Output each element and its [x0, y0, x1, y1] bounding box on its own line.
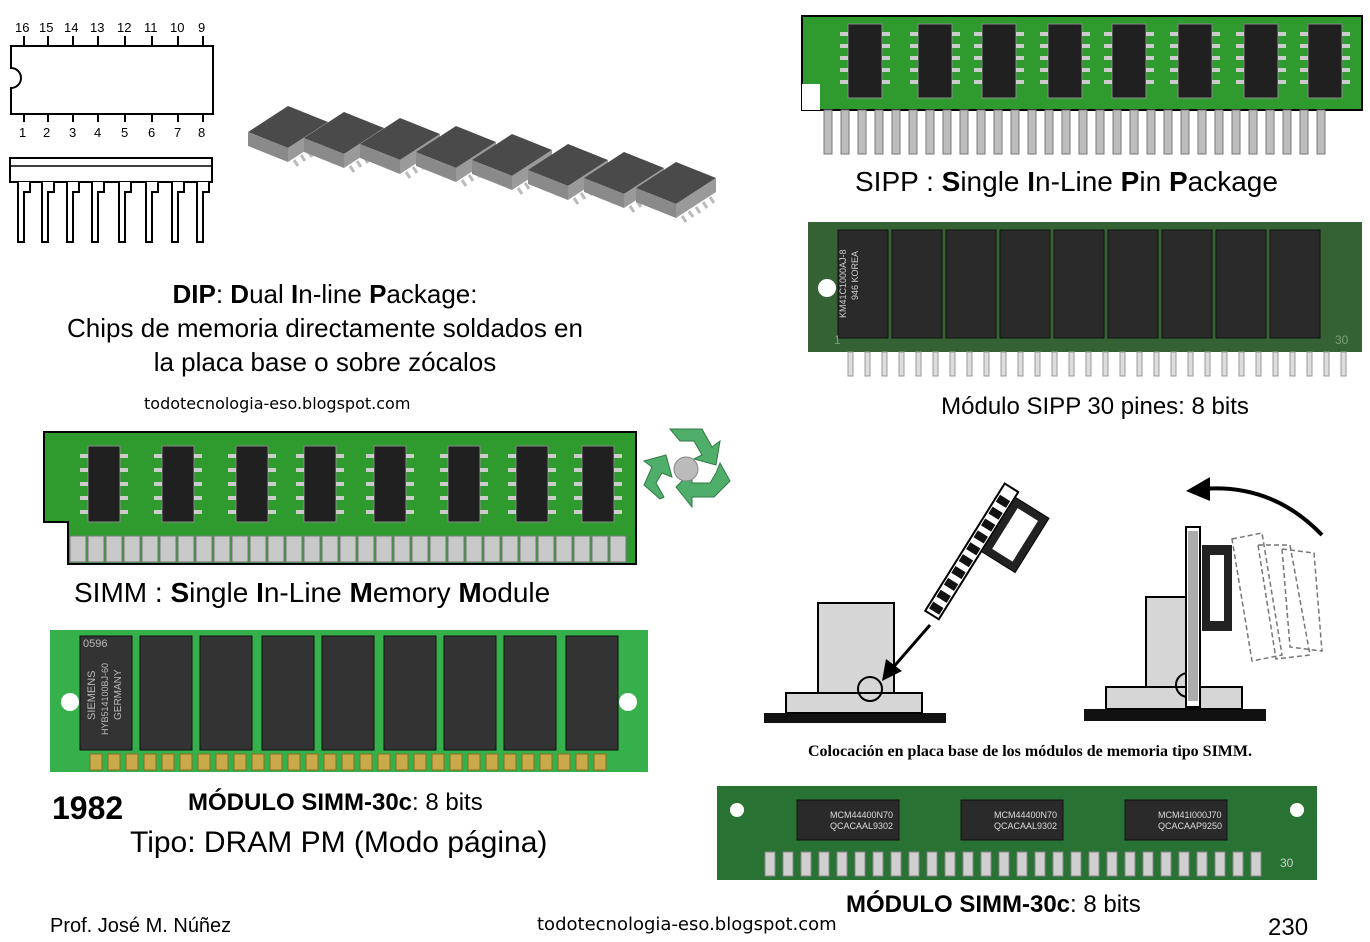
dip-pin-9: 9 [198, 20, 206, 35]
simm-module-photo-2 [717, 786, 1317, 880]
installation-caption: Colocación en placa base de los módulos … [808, 743, 1252, 760]
dip-title: DIP: Dual In-line Package: [172, 279, 478, 309]
simm2-chip-3-code: QCACAAP9250 [1158, 821, 1223, 831]
simm-type-caption: Tipo: DRAM PM (Modo página) [130, 826, 548, 859]
dip-pin-2: 2 [43, 125, 51, 140]
sipp-module-photo [808, 222, 1362, 382]
dip-pin-15: 15 [39, 20, 54, 35]
dip-pin-13: 13 [90, 20, 105, 35]
sipp-title: SIPP : Single In-Line Pin Package [855, 166, 1278, 197]
dip-pin-10: 10 [170, 20, 185, 35]
simm-module-caption: MÓDULO SIMM-30c: 8 bits [188, 789, 483, 816]
page-number: 230 [1268, 914, 1309, 941]
simm2-chip-2-code: QCACAAL9302 [994, 821, 1058, 831]
dip-pin-8: 8 [198, 125, 206, 140]
dip-description-line-1: Chips de memoria directamente soldados e… [67, 313, 583, 343]
simm2-chip-2-part: MCM44400N70 [994, 810, 1058, 820]
dip-description-line-2: la placa base o sobre zócalos [153, 347, 497, 377]
simm-chip-origin: GERMANY [113, 669, 124, 720]
dip-chips-illustration [246, 96, 716, 226]
simm-year: 1982 [52, 790, 124, 826]
dip-pin-14: 14 [64, 20, 79, 35]
dip-pin-7: 7 [174, 125, 182, 140]
dip-pin-6: 6 [148, 125, 156, 140]
simm-chip-code: 0596 [83, 638, 108, 650]
footer-blog-url: todotecnologia-eso.blogspot.com [537, 914, 837, 935]
footer-author: Prof. José M. Núñez [50, 915, 232, 937]
sipp-caption: Módulo SIPP 30 pines: 8 bits [941, 393, 1249, 420]
dip-pin-1: 1 [19, 125, 27, 140]
dip-diagram [8, 16, 218, 248]
dip-blog-url: todotecnologia-eso.blogspot.com [144, 394, 411, 413]
simm-diagram [42, 430, 638, 566]
sipp-chip-marking: KM41C1000AJ-8 [838, 249, 848, 318]
sipp-diagram [800, 14, 1364, 158]
dip-pin-3: 3 [69, 125, 77, 140]
simm2-module-caption: MÓDULO SIMM-30c: 8 bits [846, 891, 1141, 918]
sipp-photo-pin-30: 30 [1335, 333, 1349, 347]
simm2-pin-number: 30 [1280, 856, 1294, 870]
simm-chip-brand: SIEMENS [86, 670, 98, 720]
simm2-chip-1-part: MCM44400N70 [830, 810, 894, 820]
sipp-photo-pin-1: 1 [834, 333, 841, 347]
dip-pin-12: 12 [117, 20, 132, 35]
dip-pin-4: 4 [94, 125, 102, 140]
dip-pin-5: 5 [121, 125, 129, 140]
dip-pin-11: 11 [144, 20, 158, 35]
dip-pin-16: 16 [15, 20, 30, 35]
sipp-chip-marking-origin: 946 KOREA [850, 250, 860, 300]
simm-chip-part: HYB514100BJ-60 [100, 662, 110, 735]
simm-title: SIMM : Single In-Line Memory Module [74, 577, 551, 608]
simm2-chip-3-part: MCM41I000J70 [1158, 810, 1222, 820]
recycle-icon [640, 425, 732, 509]
simm2-chip-1-code: QCACAAL9302 [830, 821, 894, 831]
simm-installation-diagram [762, 475, 1342, 727]
simm-module-photo [50, 630, 648, 772]
